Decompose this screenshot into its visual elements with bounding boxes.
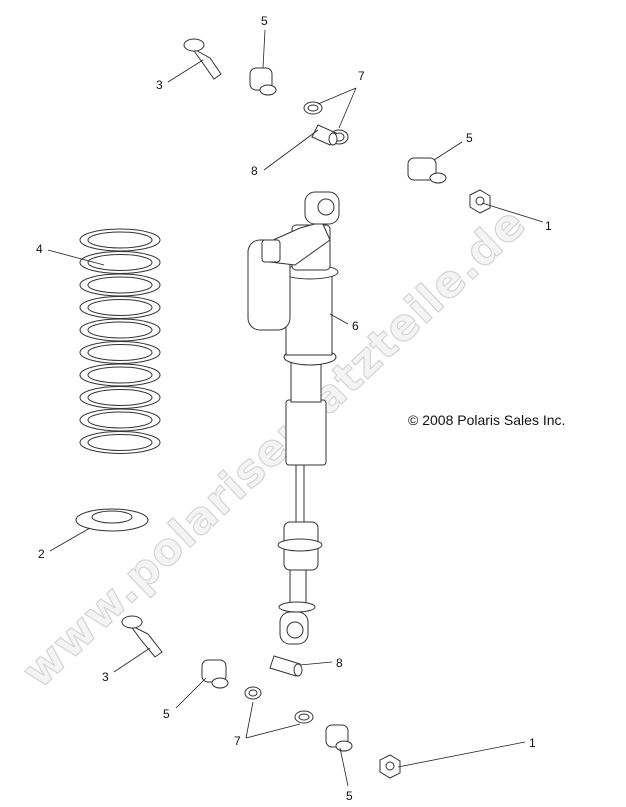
spring-coil [87, 299, 153, 316]
callout-8-lower: 8 [336, 656, 343, 670]
callout-5-lower: 5 [163, 707, 170, 721]
callout-5-upper: 5 [261, 14, 268, 28]
shock-absorber-part [247, 191, 340, 645]
spring-coil [87, 344, 153, 361]
callout-5-bottom: 5 [346, 789, 353, 803]
bushing-right-part [407, 157, 447, 184]
sleeve-upper-part [311, 124, 338, 146]
copyright-notice: © 2008 Polaris Sales Inc. [408, 412, 566, 428]
bushing-upper-part [249, 67, 277, 96]
spring-coil [87, 434, 153, 451]
callout-2: 2 [38, 547, 45, 561]
spring-part [79, 228, 161, 454]
bolt-upper-part [183, 38, 222, 80]
bushing-bottom-part [325, 724, 353, 752]
callout-7-upper: 7 [358, 69, 365, 83]
bolt-lower-part [121, 615, 163, 658]
callout-4: 4 [36, 242, 43, 256]
spring-coil [87, 389, 153, 406]
spring-coil [87, 321, 153, 339]
callout-5-right: 5 [466, 131, 473, 145]
callout-1-upper: 1 [545, 219, 552, 233]
nut-lower-part [379, 754, 401, 779]
washers-lower-part [244, 686, 314, 724]
callout-6: 6 [352, 319, 359, 333]
spring-coil [87, 411, 153, 429]
spring-coil [87, 231, 153, 249]
spring-coil [87, 366, 153, 384]
callout-3-upper: 3 [156, 78, 163, 92]
spring-coil [87, 276, 153, 294]
spring-seat-part [75, 508, 149, 532]
spring-coil [87, 254, 153, 271]
nut-upper-part [469, 189, 491, 214]
callout-1-lower: 1 [529, 736, 536, 750]
callout-8-upper: 8 [251, 164, 258, 178]
callout-7-lower: 7 [234, 734, 241, 748]
sleeve-lower-part [269, 655, 303, 677]
callout-3-lower: 3 [102, 670, 109, 684]
leader-lines [47, 29, 544, 787]
bushing-lower-part [201, 659, 229, 689]
